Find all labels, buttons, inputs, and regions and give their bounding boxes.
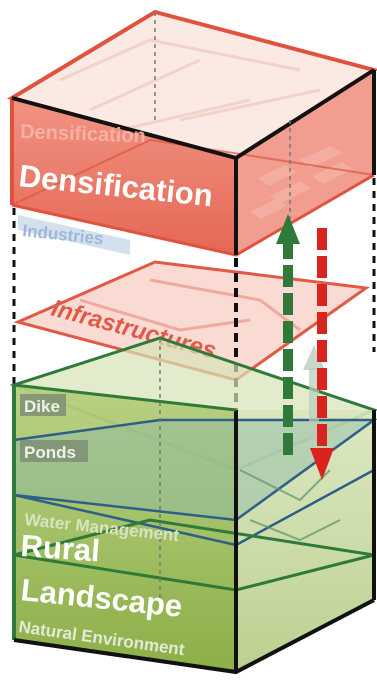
rural-label-line1: Rural <box>20 528 101 568</box>
dike-tag: Dike <box>20 394 66 416</box>
ponds-tag: Ponds <box>20 440 88 462</box>
arrow-down-icon <box>310 228 334 480</box>
dike-label: Dike <box>24 397 60 416</box>
densification-block <box>6 9 377 257</box>
industries-label: Industries <box>22 221 105 248</box>
arrow-up-icon <box>276 214 325 455</box>
top-map-traces <box>59 38 321 132</box>
rural-side-face <box>236 410 374 672</box>
densification-front-face <box>12 98 236 255</box>
densification-ghost-label: Densification <box>20 121 146 147</box>
ponds-label: Ponds <box>24 443 76 462</box>
